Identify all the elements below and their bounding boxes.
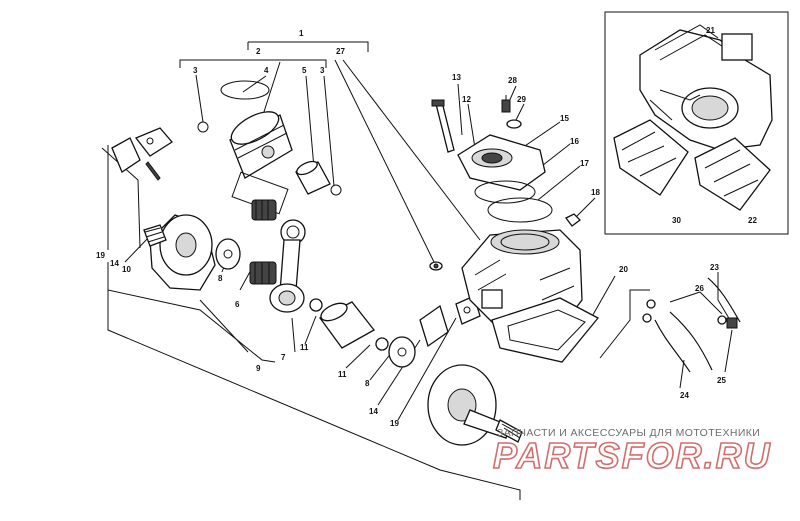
hose-clamps-26 [642, 299, 727, 325]
callout-number: 10 [122, 265, 131, 274]
needle-bearing-6-top [251, 199, 277, 221]
washer-27 [429, 261, 443, 271]
callout-number: 3 [193, 66, 198, 75]
base-gasket-20 [491, 297, 600, 363]
callout-number: 11 [338, 370, 347, 379]
piston-ring-4 [220, 80, 270, 100]
inset-air-filter-right [694, 137, 771, 211]
reed-plate-14-left [134, 127, 173, 157]
callout-number: 15 [560, 114, 569, 123]
fitting-25 [726, 317, 738, 329]
callout-number: 2 [256, 47, 261, 56]
callout-number: 18 [591, 188, 600, 197]
spacer-11-right [375, 337, 389, 351]
spark-plug-28 [501, 95, 511, 113]
callout-number: 21 [706, 26, 715, 35]
callout-number: 27 [336, 47, 345, 56]
callout-number: 7 [281, 353, 286, 362]
watermark-tagline: ЗАПЧАСТИ И АКСЕССУАРЫ ДЛЯ МОТОТЕХНИКИ [497, 427, 760, 439]
callout-number: 16 [570, 137, 579, 146]
callout-number: 23 [710, 263, 719, 272]
callout-number: 9 [256, 364, 261, 373]
callout-number: 1 [299, 29, 304, 38]
callout-number: 4 [264, 66, 269, 75]
gasket-19-right [419, 304, 449, 348]
callout-number: 24 [680, 391, 689, 400]
callout-number: 11 [300, 343, 309, 352]
callout-labels: 1 2 3 4 5 3 27 13 12 28 29 15 16 17 18 2… [96, 26, 757, 428]
circlip-3-left [197, 121, 209, 133]
o-ring-17 [487, 197, 553, 223]
callout-number: 22 [748, 216, 757, 225]
crank-pin-11 [319, 301, 375, 349]
callout-number: 25 [717, 376, 726, 385]
cylinder-head-15 [457, 134, 546, 191]
hose-23 [707, 277, 741, 323]
callout-number: 14 [369, 407, 378, 416]
crankshaft-half-left [143, 214, 216, 291]
thrust-washer-8-right [388, 336, 416, 368]
inset-engine-illustration [639, 24, 773, 151]
stud-10 [145, 161, 161, 181]
callout-number: 26 [695, 284, 704, 293]
callout-number: 8 [218, 274, 223, 283]
callout-number: 3 [320, 66, 325, 75]
callout-number: 30 [672, 216, 681, 225]
callout-number: 14 [110, 259, 119, 268]
gasket-19-left [111, 137, 141, 173]
needle-bearing-6-bottom [249, 261, 277, 285]
callout-number: 29 [517, 95, 526, 104]
callout-number: 8 [365, 379, 370, 388]
callout-number: 19 [96, 251, 105, 260]
callout-number: 13 [452, 73, 461, 82]
connecting-rod-7 [269, 219, 306, 313]
callout-number: 12 [462, 95, 471, 104]
stud-13 [431, 99, 455, 153]
inset-air-filter-left [613, 119, 689, 196]
hose-24 [654, 311, 713, 373]
washer-29 [506, 119, 522, 129]
callout-number: 6 [235, 300, 240, 309]
watermark-logo: PARTSFOR.RU [493, 435, 772, 476]
nut-18 [565, 213, 581, 227]
callout-number: 20 [619, 265, 628, 274]
piston-2 [229, 111, 293, 179]
callout-number: 19 [390, 419, 399, 428]
inset-frame [604, 11, 789, 235]
circlip-3-right [330, 184, 342, 196]
crankshaft-half-right [427, 364, 523, 446]
piston-pin-5 [295, 160, 331, 195]
o-ring-16 [474, 180, 536, 204]
thrust-washer-8-left [215, 238, 241, 270]
watermark: ЗАПЧАСТИ И АКСЕССУАРЫ ДЛЯ МОТОТЕХНИКИ PA… [492, 427, 772, 477]
callout-number: 17 [580, 159, 589, 168]
callout-number: 5 [302, 66, 307, 75]
callout-number: 28 [508, 76, 517, 85]
washer-11 [309, 298, 323, 312]
